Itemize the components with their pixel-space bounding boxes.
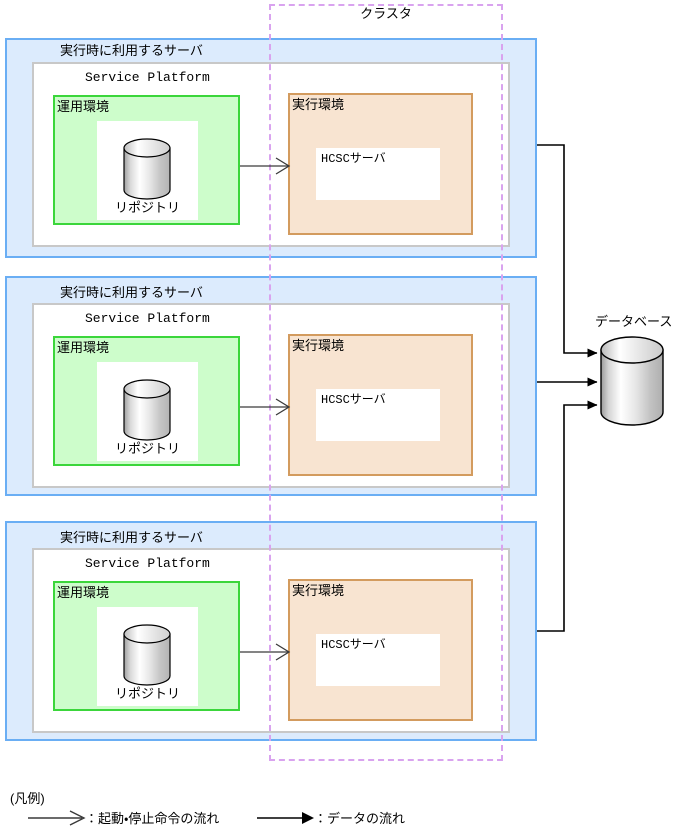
server-title-2: 実行時に利用するサーバ xyxy=(60,285,203,300)
server-title-1: 実行時に利用するサーバ xyxy=(60,43,203,58)
server-title-3: 実行時に利用するサーバ xyxy=(60,530,203,545)
ops-title-2: 運用環境 xyxy=(57,340,110,355)
hcsc-panel-1 xyxy=(316,148,440,200)
hcsc-panel-3 xyxy=(316,634,440,686)
platform-title-1: Service Platform xyxy=(85,70,210,85)
exec-title-3: 実行環境 xyxy=(292,583,345,598)
exec-title-2: 実行環境 xyxy=(292,338,345,353)
data-flow-3 xyxy=(537,400,598,632)
ops-title-1: 運用環境 xyxy=(57,99,110,114)
ops-title-3: 運用環境 xyxy=(57,585,110,600)
control-arrow-2 xyxy=(240,398,291,416)
database-cylinder xyxy=(600,336,664,426)
platform-title-2: Service Platform xyxy=(85,311,210,326)
hcsc-panel-2 xyxy=(316,389,440,441)
legend-item-0-text: ：起動・停止命令の流れ xyxy=(85,811,220,826)
repository-label-1: リポジトリ xyxy=(114,200,180,215)
platform-title-3: Service Platform xyxy=(85,556,210,571)
control-arrow-1 xyxy=(240,157,291,175)
cluster-label: クラスタ xyxy=(360,6,412,21)
repository-cylinder-3 xyxy=(123,624,171,686)
repository-cylinder-1 xyxy=(123,138,171,200)
repository-label-3: リポジトリ xyxy=(114,686,180,701)
legend-solid-arrow xyxy=(257,812,314,824)
repository-cylinder-2 xyxy=(123,379,171,441)
hcsc-label-3: HCSCサーバ xyxy=(321,638,386,652)
legend-title: (凡例) xyxy=(10,791,45,806)
legend-open-arrow xyxy=(28,810,86,826)
control-arrow-3 xyxy=(240,643,291,661)
hcsc-label-2: HCSCサーバ xyxy=(321,393,386,407)
repository-label-2: リポジトリ xyxy=(114,441,180,456)
hcsc-label-1: HCSCサーバ xyxy=(321,152,386,166)
data-flow-1 xyxy=(537,144,598,358)
database-label: データベース xyxy=(595,314,673,329)
exec-title-1: 実行環境 xyxy=(292,97,345,112)
legend-item-1-text: ：データの流れ xyxy=(314,811,406,826)
